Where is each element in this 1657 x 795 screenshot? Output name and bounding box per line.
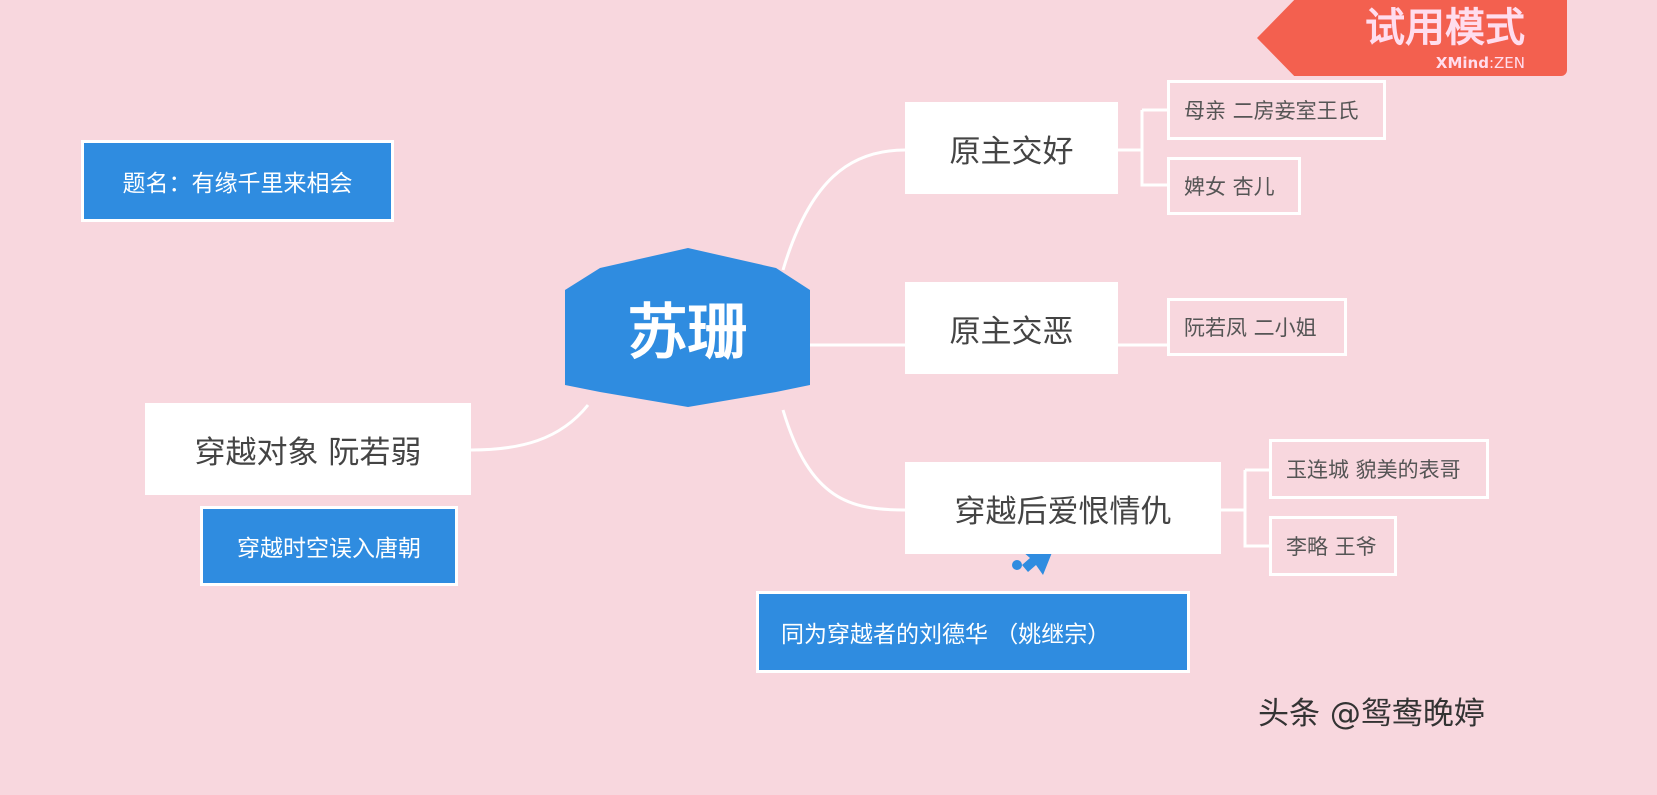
topic-hostile[interactable]: 原主交恶 — [905, 282, 1118, 374]
floating-note[interactable]: 同为穿越者的刘德华 （姚继宗） — [756, 591, 1190, 673]
watermark: 头条 @鸳鸯晚婷 — [1258, 695, 1485, 732]
left-topic[interactable]: 穿越对象 阮若弱 — [145, 403, 471, 495]
left-topic-note[interactable]: 穿越时空误入唐朝 — [200, 506, 458, 586]
subtopic[interactable]: 婢女 杏儿 — [1167, 157, 1301, 215]
topic-friendly[interactable]: 原主交好 — [905, 102, 1118, 194]
subtopic[interactable]: 阮若凤 二小姐 — [1167, 298, 1347, 356]
subtopic[interactable]: 李略 王爷 — [1269, 516, 1397, 576]
subtopic[interactable]: 玉连城 貌美的表哥 — [1269, 439, 1489, 499]
topic-after-travel[interactable]: 穿越后爱恨情仇 — [905, 462, 1221, 554]
central-hexagon — [565, 248, 810, 407]
trial-badge[interactable]: 试用模式 XMind:ZEN — [1257, 0, 1567, 76]
trial-badge-title: 试用模式 — [1365, 5, 1525, 51]
central-topic[interactable]: 苏珊 — [627, 298, 748, 368]
title-note[interactable]: 题名：有缘千里来相会 — [81, 140, 394, 222]
xmind-logo: XMind:ZEN — [1435, 54, 1525, 72]
subtopic[interactable]: 母亲 二房妾室王氏 — [1167, 80, 1386, 140]
